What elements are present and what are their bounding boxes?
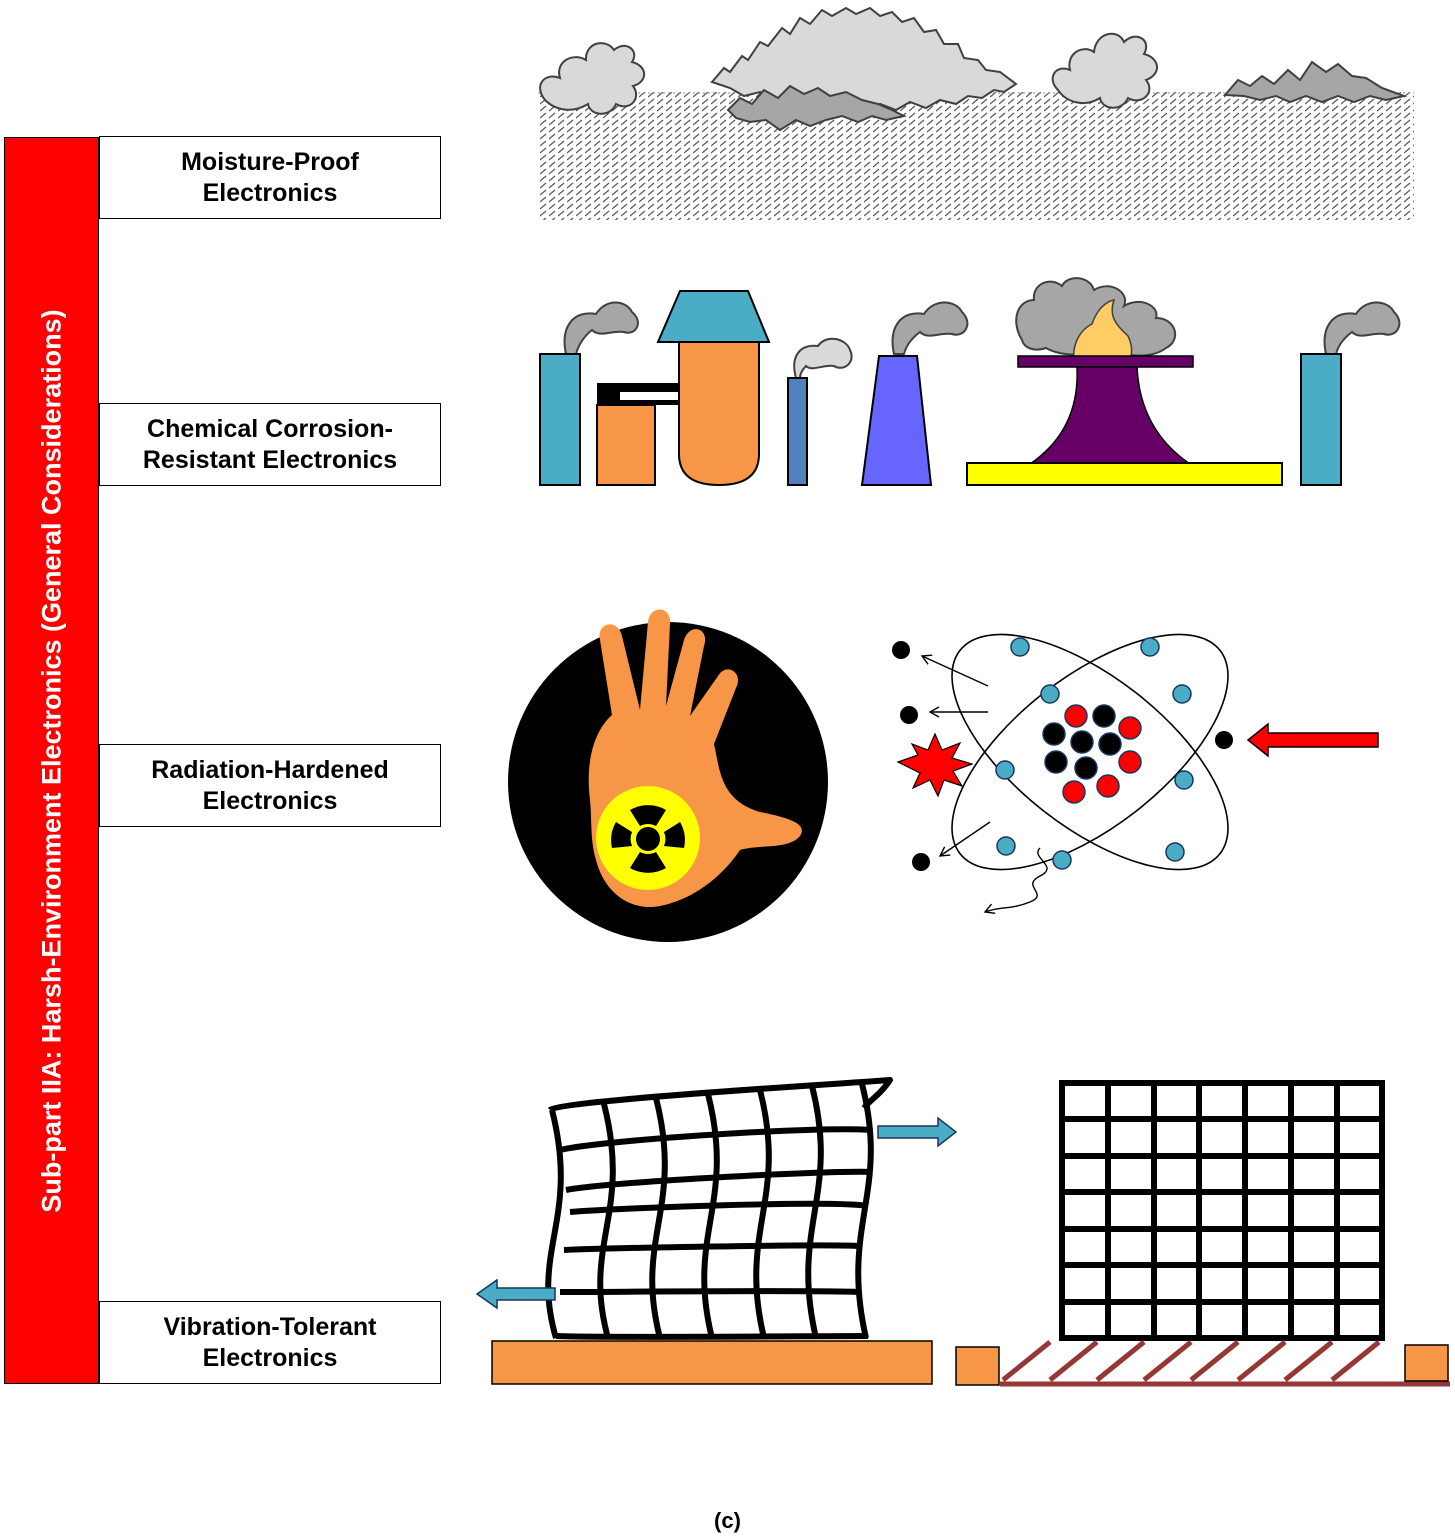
atom-radiation-icon bbox=[892, 633, 1379, 914]
label-line: Moisture-Proof bbox=[181, 147, 359, 176]
label-line: Electronics bbox=[202, 178, 338, 207]
label-line: Resistant Electronics bbox=[142, 445, 398, 474]
label-line: Radiation-Hardened bbox=[151, 755, 389, 784]
flexible-grid-icon bbox=[475, 1077, 958, 1385]
radiation-hand-icon bbox=[508, 609, 828, 942]
sidebar-banner: Sub-part IIA: Harsh-Environment Electron… bbox=[4, 137, 99, 1384]
rigid-grid-icon bbox=[955, 1080, 1450, 1387]
label-line: Vibration-Tolerant bbox=[163, 1312, 377, 1341]
label-line: Chemical Corrosion- bbox=[147, 414, 393, 443]
label-line: Electronics bbox=[202, 1343, 338, 1372]
factory-smokestacks-icon bbox=[539, 277, 1401, 487]
figure-caption: (c) bbox=[714, 1508, 741, 1533]
rain-clouds-icon bbox=[538, 6, 1414, 220]
label-chemical-corrosion: Chemical Corrosion-Resistant Electronics bbox=[99, 403, 441, 486]
label-line: Electronics bbox=[202, 786, 338, 815]
